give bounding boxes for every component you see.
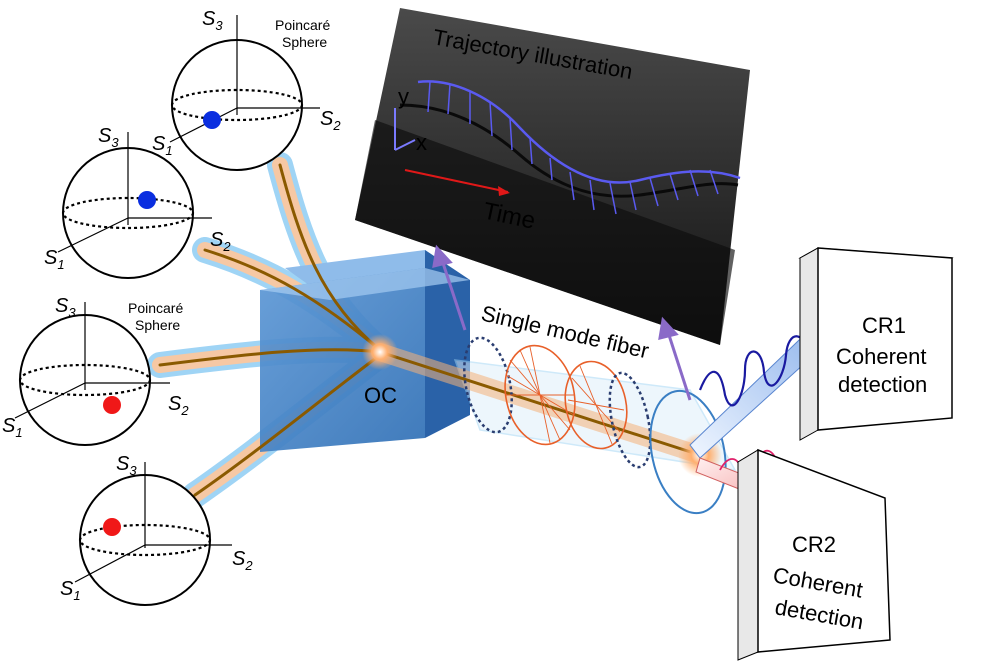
svg-text:S2: S2: [320, 108, 341, 133]
cr1-label: CR1: [862, 313, 906, 338]
trajectory-x-label: x: [416, 130, 427, 155]
time-arrow: [404, 169, 509, 193]
svg-text:S3: S3: [202, 8, 223, 33]
cr1-line1: Coherent: [836, 344, 927, 369]
svg-text:S1: S1: [60, 578, 81, 603]
poincare-label-1a: Poincaré: [275, 17, 330, 33]
poincare-sphere-4: S3 S2 S1: [60, 453, 253, 606]
svg-text:S3: S3: [98, 125, 119, 150]
optical-coupler: [260, 250, 470, 452]
cr1-line2: detection: [838, 372, 927, 397]
svg-text:S1: S1: [44, 247, 65, 272]
x-axis: [394, 139, 416, 151]
trajectory-y-label: y: [398, 84, 409, 109]
poincare-sphere-2: S3 S2 S1: [44, 125, 231, 279]
poincare-label-1b: Sphere: [282, 34, 327, 50]
receiver-cr2: CR2 Coherent detection: [736, 448, 891, 661]
state-dot-blue-2: [138, 191, 156, 209]
svg-text:S3: S3: [55, 295, 76, 320]
svg-text:S2: S2: [210, 229, 231, 254]
trajectory-shadow: [399, 103, 739, 198]
wave-cr1: [698, 335, 808, 407]
state-dot-red-2: [103, 518, 121, 536]
state-dot-red-1: [103, 396, 121, 414]
coupler-label: OC: [364, 383, 397, 408]
svg-text:S1: S1: [152, 133, 173, 158]
panel-connectors: [432, 244, 692, 401]
poincare-label-3b: Sphere: [135, 317, 180, 333]
trajectory-ticks: [427, 81, 719, 215]
poincare-sphere-3: S3 S2 S1 Poincaré Sphere: [2, 295, 189, 446]
trajectory-curve: [417, 80, 741, 184]
receiver-cr1: CR1 Coherent detection: [798, 247, 954, 441]
cr2-label: CR2: [792, 532, 836, 557]
svg-text:S2: S2: [168, 393, 189, 418]
svg-text:S3: S3: [116, 453, 137, 478]
poincare-label-3a: Poincaré: [128, 300, 183, 316]
state-dot-blue-1: [203, 111, 221, 129]
fiber-cores: [158, 163, 382, 497]
svg-text:S2: S2: [232, 548, 253, 573]
poincare-sphere-1: S3 S2 S1 Poincaré Sphere: [152, 8, 341, 171]
polarization-ellipses: [463, 336, 727, 515]
svg-text:S1: S1: [2, 415, 23, 440]
trajectory-panel: Trajectory illustration y x Time: [355, 8, 750, 345]
